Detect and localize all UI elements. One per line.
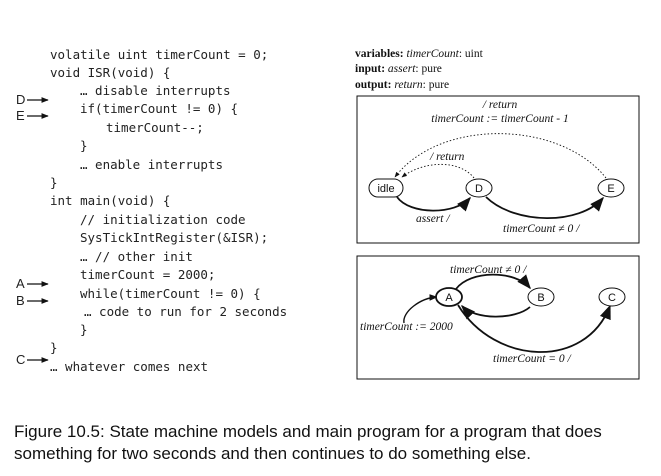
state-b-label: B: [537, 292, 544, 304]
machine-declarations: variables: timerCount: uint input: asser…: [355, 48, 484, 91]
d-to-idle-label: / return: [429, 151, 465, 163]
marker-e: E: [16, 108, 25, 123]
state-a: [435, 287, 463, 307]
code-line: … // other init: [80, 249, 193, 264]
code-line: while(timerCount != 0) {: [80, 286, 261, 301]
marker-d: D: [16, 92, 25, 107]
isr-machine-frame: [356, 95, 640, 244]
d-to-e-label: timerCount ≠ 0 /: [503, 223, 581, 235]
state-idle: [368, 178, 404, 198]
state-c-label: C: [608, 292, 616, 304]
marker-b: B: [16, 293, 25, 308]
state-a-label: A: [445, 292, 453, 304]
state-b: [527, 287, 555, 307]
code-line: }: [80, 138, 88, 153]
output-decl: output: return: pure: [355, 79, 449, 91]
code-line: void ISR(void) {: [50, 65, 170, 80]
isr-state-machine: / return timerCount := timerCount - 1 / …: [356, 95, 640, 244]
code-line: }: [80, 322, 88, 337]
a-to-b-label: timerCount ≠ 0 /: [450, 264, 528, 276]
d-to-e-transition: [485, 196, 604, 220]
code-line: … code to run for 2 seconds: [84, 304, 287, 319]
state-d-label: D: [475, 183, 483, 195]
code-line: … whatever comes next: [50, 359, 208, 374]
state-e-label: E: [607, 183, 614, 195]
top-transition-label-2: timerCount := timerCount - 1: [431, 113, 568, 125]
code-line: SysTickIntRegister(&ISR);: [80, 230, 268, 245]
state-d: [465, 178, 493, 198]
code-line: }: [50, 175, 58, 190]
code-line: timerCount--;: [106, 120, 204, 135]
initial-transition: [403, 294, 438, 324]
idle-to-d-label: assert /: [416, 213, 451, 225]
figure-caption: Figure 10.5: State machine models and ma…: [14, 422, 602, 463]
b-to-a-transition: [461, 304, 531, 320]
idle-to-d-transition: [396, 196, 471, 212]
code-line: … enable interrupts: [80, 157, 223, 172]
variables-decl: variables: timerCount: uint: [355, 48, 484, 60]
code-line: timerCount = 2000;: [80, 267, 215, 282]
code-listing: volatile uint timerCount = 0; void ISR(v…: [50, 47, 287, 374]
state-idle-label: idle: [377, 183, 394, 195]
state-e: [597, 178, 625, 198]
main-machine-frame: [356, 255, 640, 380]
initial-label: timerCount := 2000: [360, 321, 453, 333]
code-line: int main(void) {: [50, 193, 170, 208]
marker-a: A: [16, 276, 25, 291]
state-c: [598, 287, 626, 307]
d-to-idle-transition: [401, 163, 475, 179]
b-to-c-label: timerCount = 0 /: [493, 353, 573, 365]
code-markers: D E A B C: [16, 92, 49, 367]
b-to-c-transition: [457, 304, 611, 353]
code-line: … disable interrupts: [80, 83, 231, 98]
main-state-machine: timerCount ≠ 0 / timerCount := 2000 time…: [356, 255, 640, 380]
e-to-idle-transition: [394, 133, 607, 179]
top-transition-label-1: / return: [482, 99, 518, 111]
code-line: volatile uint timerCount = 0;: [50, 47, 268, 62]
marker-c: C: [16, 352, 25, 367]
code-line: // initialization code: [80, 212, 246, 227]
a-to-b-transition: [455, 273, 531, 290]
input-decl: input: assert: pure: [355, 63, 442, 75]
code-line: if(timerCount != 0) {: [80, 101, 238, 116]
code-line: }: [50, 340, 58, 355]
